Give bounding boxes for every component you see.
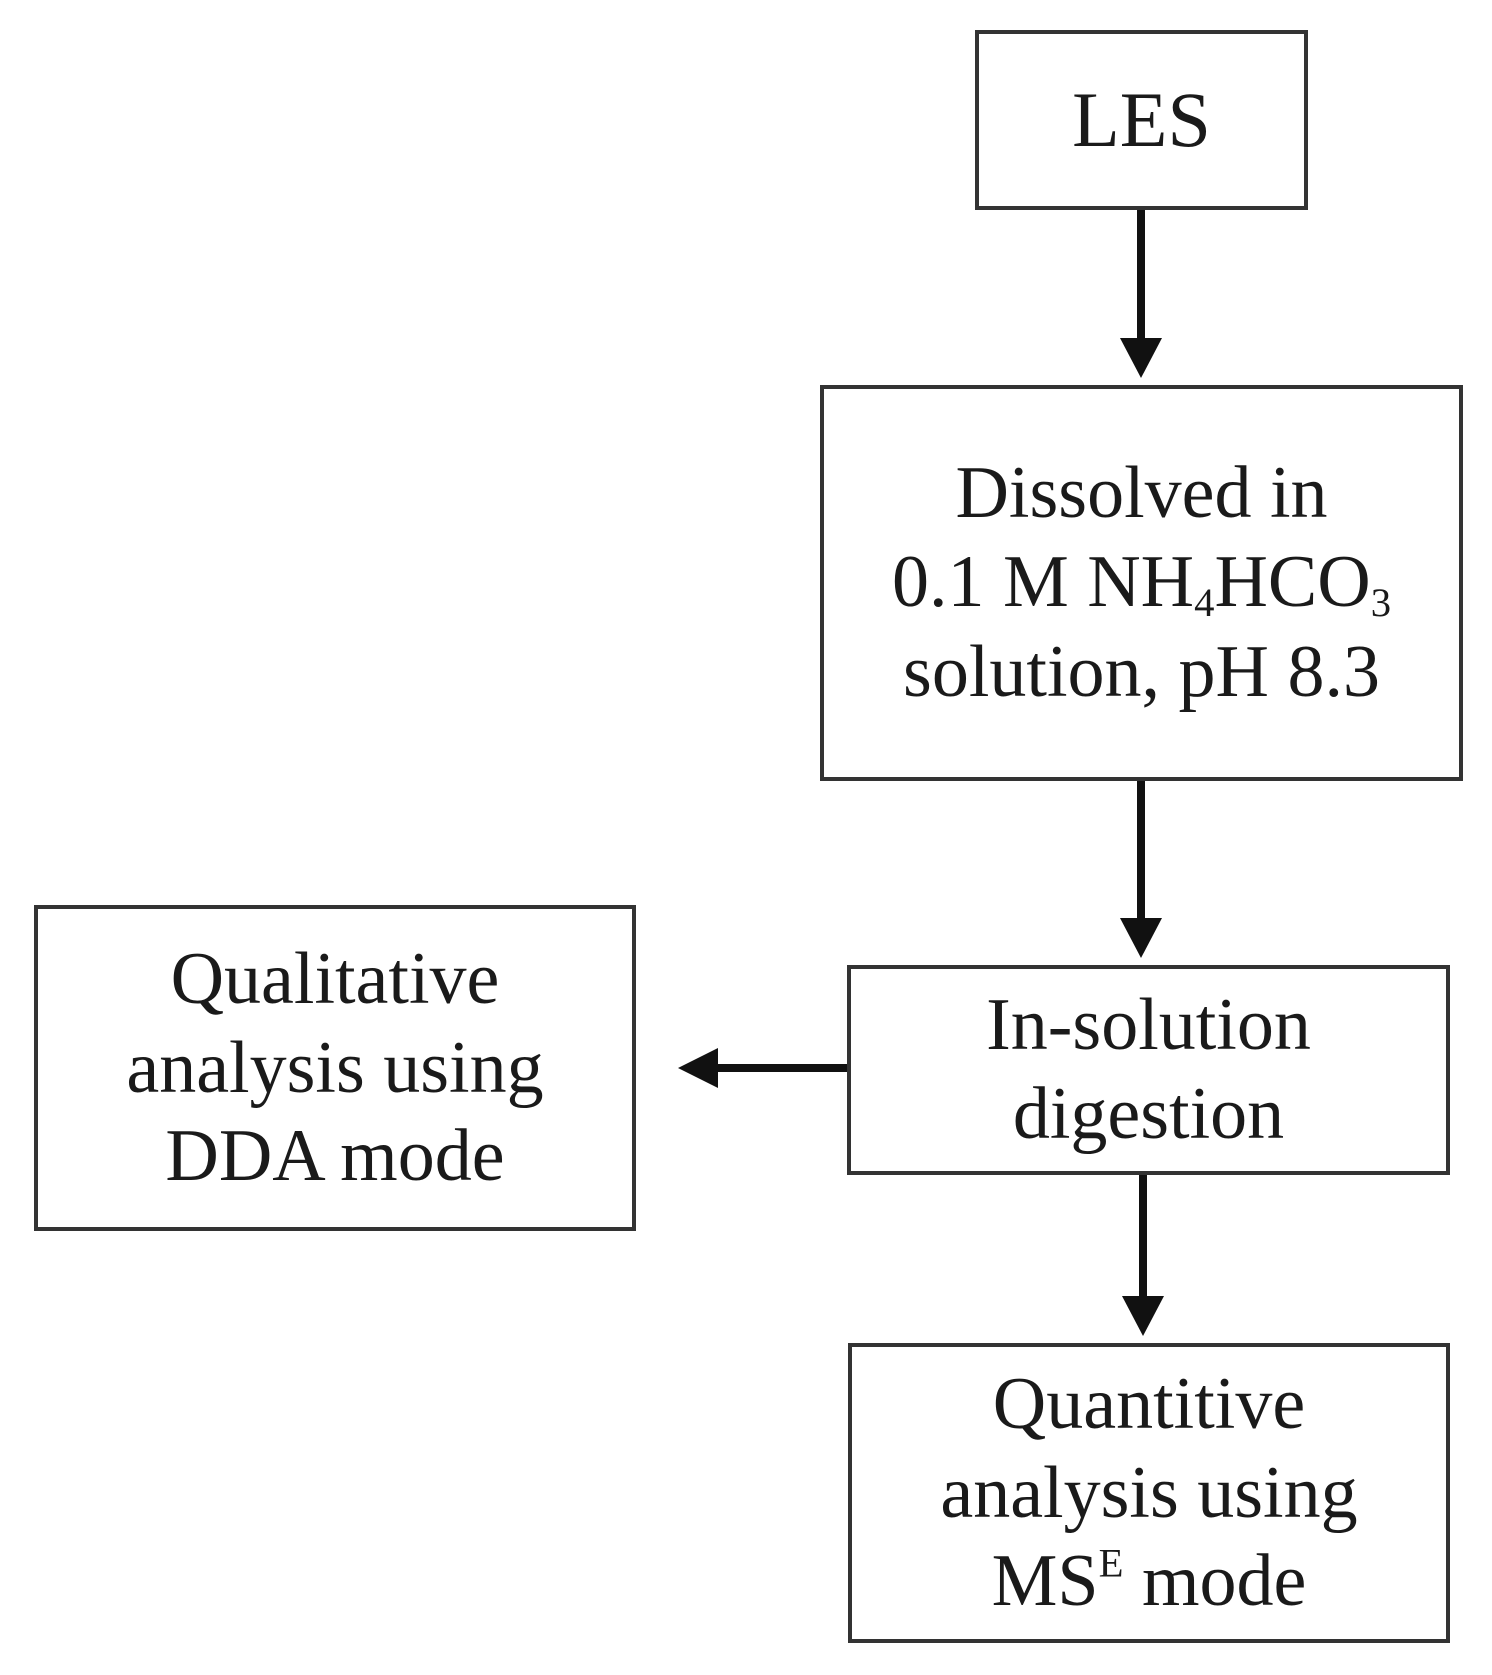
- node-quantitive-line1: Quantitive: [992, 1362, 1306, 1445]
- node-les-label: LES: [1072, 76, 1211, 164]
- node-les: LES: [975, 30, 1308, 210]
- formula-middle: HCO: [1214, 540, 1371, 623]
- formula-subscript-1: 4: [1194, 580, 1215, 626]
- node-qualitative-line2: analysis using: [126, 1026, 544, 1109]
- formula-prefix: 0.1 M NH: [891, 540, 1195, 623]
- arrow-dissolved-to-digestion: [1120, 781, 1162, 958]
- arrow-les-to-dissolved: [1120, 210, 1162, 378]
- mse-suffix: mode: [1123, 1540, 1307, 1623]
- arrow-digestion-to-quantitive: [1122, 1175, 1164, 1336]
- node-dissolved-line1: Dissolved in: [955, 452, 1328, 535]
- node-dissolved-line3: solution, pH 8.3: [903, 631, 1380, 713]
- node-dissolved-line2: 0.1 M NH4HCO3: [892, 538, 1391, 628]
- node-digestion: In-solution digestion: [847, 965, 1450, 1175]
- node-quantitive-line2: analysis using: [940, 1451, 1358, 1534]
- node-qualitative-line1: Qualitative: [170, 937, 500, 1020]
- arrow-digestion-to-qualitative: [678, 1048, 847, 1088]
- node-quantitive: Quantitive analysis using MSE mode: [848, 1343, 1450, 1643]
- formula-subscript-2: 3: [1370, 580, 1392, 626]
- node-dissolved: Dissolved in 0.1 M NH4HCO3 solution, pH …: [820, 385, 1463, 781]
- node-digestion-line2: digestion: [1012, 1073, 1285, 1155]
- node-quantitive-line3: MSE mode: [940, 1537, 1357, 1626]
- mse-superscript: E: [1098, 1540, 1124, 1586]
- mse-prefix: MS: [991, 1540, 1099, 1623]
- node-qualitative-line3: DDA mode: [165, 1115, 505, 1198]
- node-qualitative: Qualitative analysis using DDA mode: [34, 905, 636, 1231]
- node-digestion-line1: In-solution: [986, 984, 1311, 1067]
